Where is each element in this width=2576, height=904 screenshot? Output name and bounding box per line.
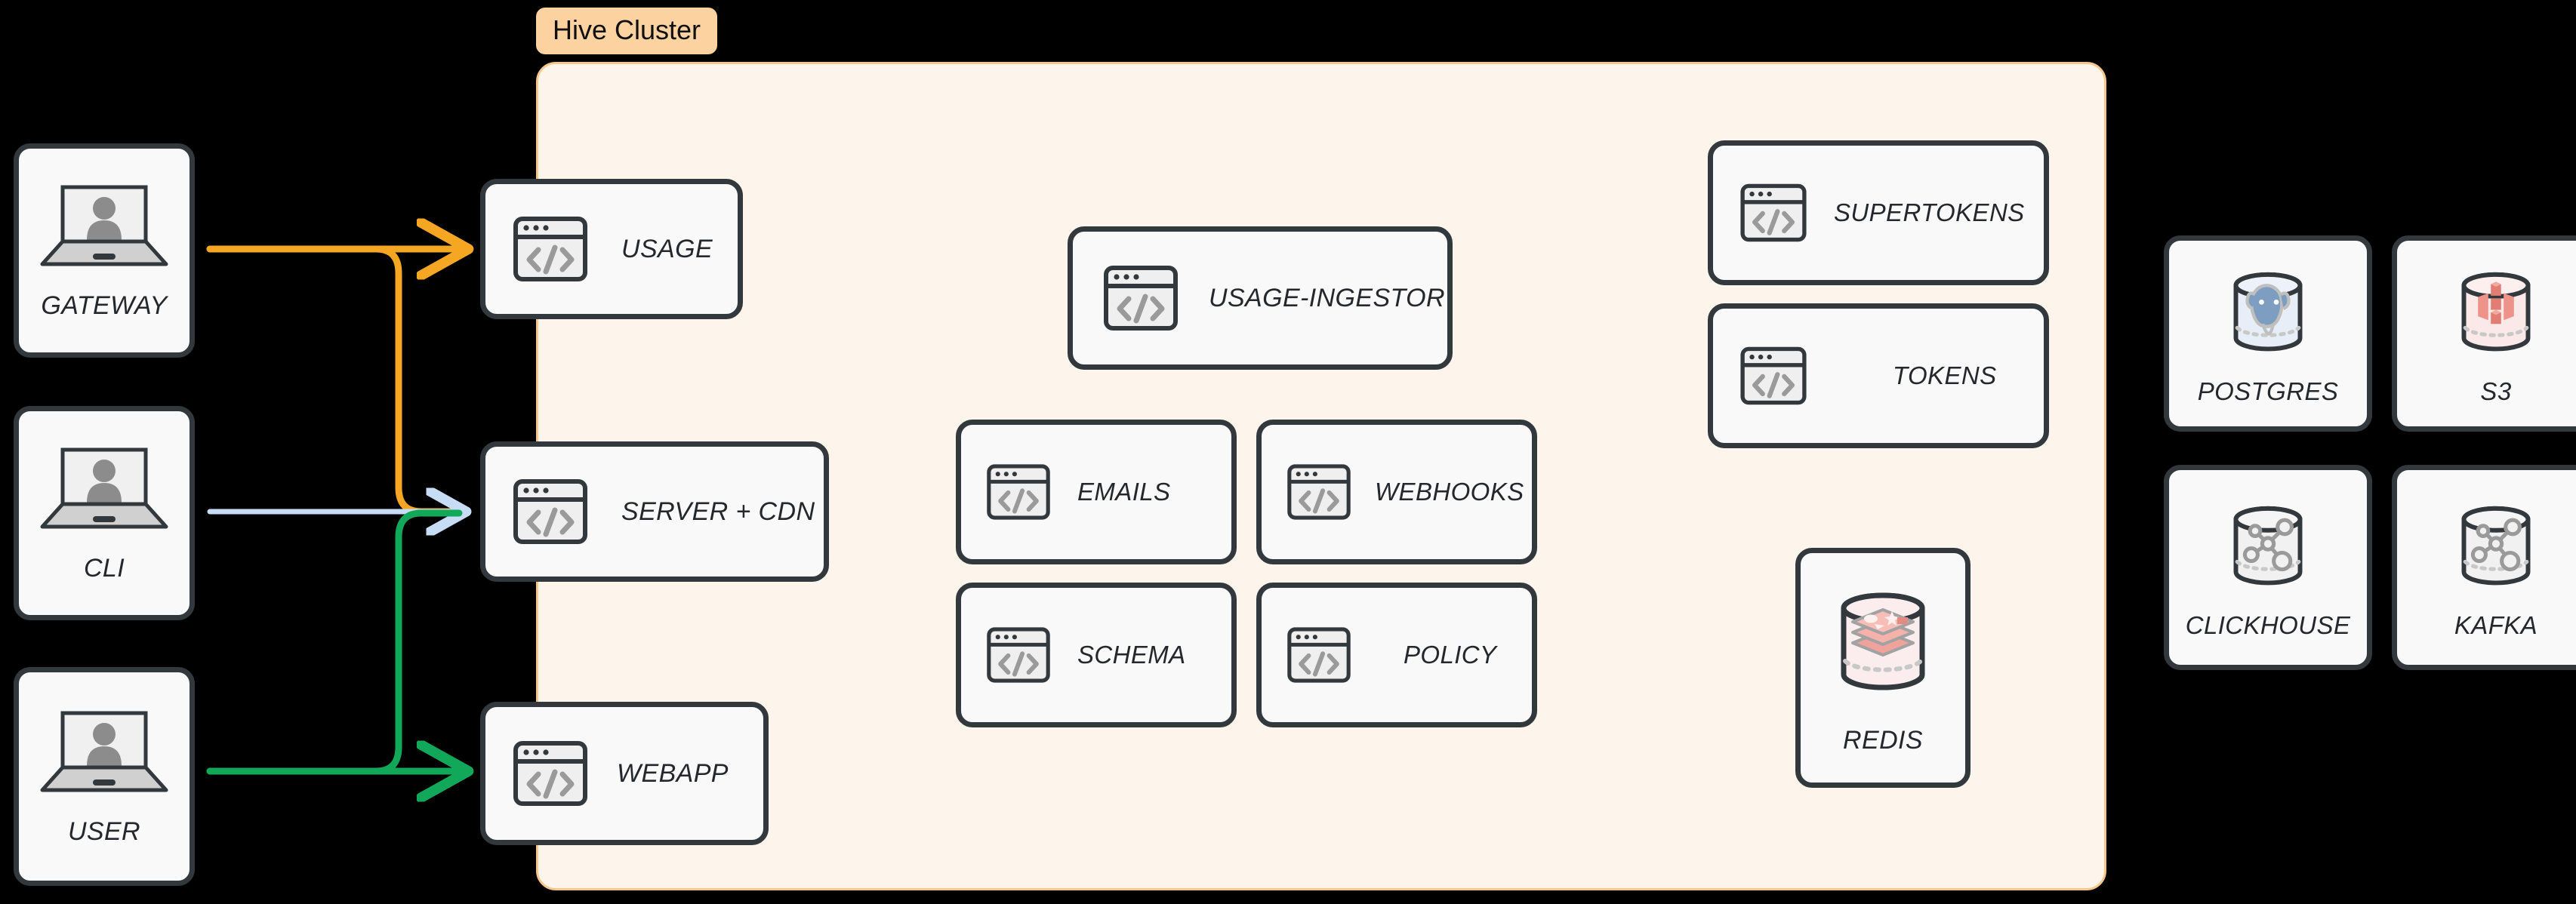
- client-node-gateway[interactable]: GATEWAY: [14, 143, 195, 358]
- service-label-usage: USAGE: [621, 234, 713, 263]
- client-node-cli[interactable]: CLI: [14, 406, 195, 620]
- datastore-node-redis[interactable]: REDIS: [1795, 548, 1971, 788]
- code-window-icon: [984, 620, 1053, 690]
- datastore-node-postgres[interactable]: POSTGRES: [2164, 235, 2372, 432]
- service-node-tokens[interactable]: TOKENS: [1708, 303, 2049, 448]
- datastore-node-kafka[interactable]: KAFKA: [2392, 465, 2576, 670]
- datastore-label-clickhouse: CLICKHOUSE: [2185, 611, 2351, 639]
- connector-user-server-cdn: [206, 509, 463, 775]
- service-label-policy: POLICY: [1404, 641, 1497, 669]
- service-label-usage-ingestor: USAGE-INGESTOR: [1209, 283, 1445, 312]
- code-window-icon: [510, 733, 591, 814]
- service-label-webapp: WEBAPP: [617, 758, 729, 788]
- service-node-schema[interactable]: SCHEMA: [956, 583, 1237, 727]
- client-label-gateway: GATEWAY: [41, 291, 168, 320]
- client-node-user[interactable]: USER: [14, 667, 195, 886]
- client-label-cli: CLI: [83, 553, 125, 583]
- laptop-user-icon: [39, 444, 169, 534]
- service-label-tokens: TOKENS: [1893, 361, 1997, 389]
- redis-cylinder-icon: [1823, 581, 1943, 702]
- code-window-icon: [1100, 257, 1182, 339]
- datastore-node-clickhouse[interactable]: CLICKHOUSE: [2164, 465, 2372, 670]
- hive-cluster-badge: Hive Cluster: [536, 8, 718, 54]
- kafka-cylinder-icon: [2445, 495, 2547, 598]
- service-node-usage[interactable]: USAGE: [480, 179, 743, 319]
- code-window-icon: [510, 208, 591, 290]
- code-window-icon: [1284, 620, 1354, 690]
- datastore-label-kafka: KAFKA: [2454, 611, 2538, 639]
- code-window-icon: [1284, 457, 1354, 527]
- connector-gateway-server-cdn: [206, 245, 463, 515]
- s3-cylinder-icon: [2445, 261, 2547, 364]
- service-node-server-cdn[interactable]: SERVER + CDN: [480, 441, 829, 582]
- postgres-cylinder-icon: [2217, 261, 2319, 364]
- service-node-webapp[interactable]: WEBAPP: [480, 702, 769, 845]
- laptop-user-icon: [39, 181, 169, 272]
- service-label-server-cdn: SERVER + CDN: [621, 497, 815, 526]
- service-node-policy[interactable]: POLICY: [1256, 583, 1537, 727]
- service-node-emails[interactable]: EMAILS: [956, 420, 1237, 564]
- code-window-icon: [1737, 177, 1810, 249]
- client-label-user: USER: [67, 816, 141, 846]
- service-label-emails: EMAILS: [1077, 478, 1171, 506]
- datastore-label-s3: S3: [2480, 377, 2512, 405]
- service-label-webhooks: WEBHOOKS: [1375, 478, 1524, 506]
- datastore-label-redis: REDIS: [1843, 725, 1923, 755]
- code-window-icon: [510, 471, 591, 552]
- service-node-usage-ingestor[interactable]: USAGE-INGESTOR: [1068, 226, 1453, 370]
- code-window-icon: [1737, 340, 1810, 412]
- service-node-webhooks[interactable]: WEBHOOKS: [1256, 420, 1537, 564]
- service-label-schema: SCHEMA: [1077, 641, 1186, 669]
- code-window-icon: [984, 457, 1053, 527]
- clickhouse-cylinder-icon: [2217, 495, 2319, 598]
- laptop-user-icon: [39, 707, 169, 798]
- service-label-supertokens: SUPERTOKENS: [1834, 198, 2025, 226]
- datastore-node-s3[interactable]: S3: [2392, 235, 2576, 432]
- datastore-label-postgres: POSTGRES: [2197, 377, 2339, 405]
- service-node-supertokens[interactable]: SUPERTOKENS: [1708, 140, 2049, 285]
